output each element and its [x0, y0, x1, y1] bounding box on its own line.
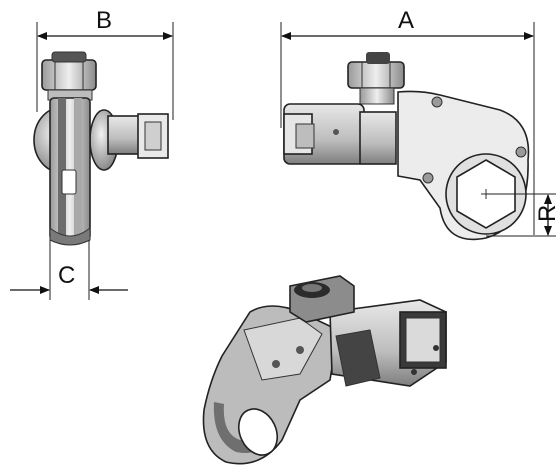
dimension-c: C: [10, 240, 128, 300]
side-part: [283, 52, 530, 241]
isometric-view: [202, 275, 447, 465]
front-view: B: [10, 7, 174, 300]
dimension-r: R: [486, 193, 558, 237]
front-part: [33, 51, 169, 246]
dimension-b: B: [36, 7, 174, 120]
dimension-a-label: A: [398, 7, 414, 34]
dimension-a: A: [280, 7, 535, 235]
side-view: A: [280, 7, 558, 241]
dimension-b-label: B: [96, 7, 112, 34]
dimension-r-label: R: [534, 205, 558, 222]
dimension-c-label: C: [58, 262, 75, 289]
